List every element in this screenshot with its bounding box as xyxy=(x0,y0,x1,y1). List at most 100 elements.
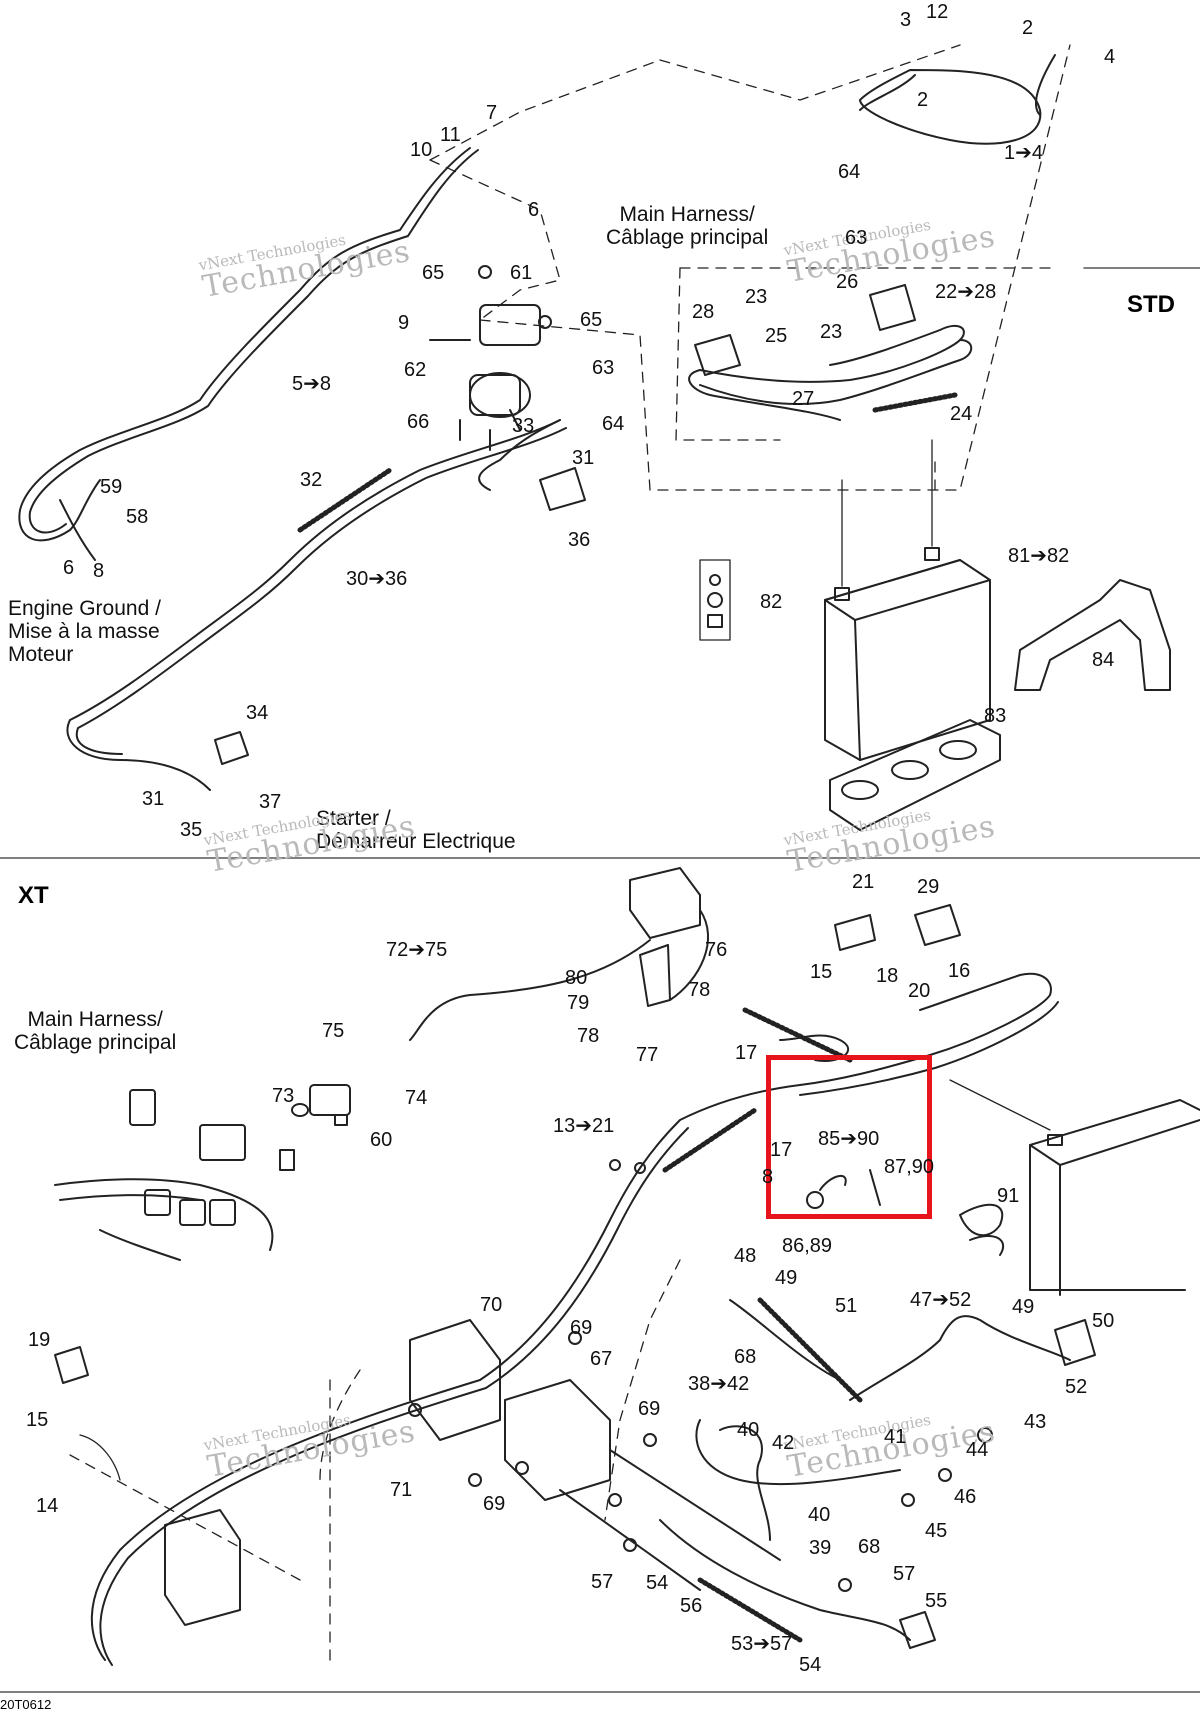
callout: 91 xyxy=(997,1185,1020,1207)
callout: 81➔82 xyxy=(1008,545,1070,567)
callout: 43 xyxy=(1024,1411,1047,1433)
callout: 31 xyxy=(142,788,165,810)
callout: 31 xyxy=(572,447,595,469)
caption-main-harness-top: Main Harness/ Câblage principal xyxy=(606,203,769,250)
callout: 11 xyxy=(440,124,461,146)
callout: 86,89 xyxy=(782,1235,833,1257)
callout: 30➔36 xyxy=(346,568,408,590)
callout: 75 xyxy=(322,1020,345,1042)
callout: 77 xyxy=(636,1044,659,1066)
callout: 68 xyxy=(734,1346,757,1368)
callout: 54 xyxy=(646,1572,669,1594)
callout: 80 xyxy=(565,967,588,989)
callout: 66 xyxy=(407,411,430,433)
callout: 9 xyxy=(398,312,410,334)
callout: 18 xyxy=(876,965,899,987)
callout: 64 xyxy=(602,413,625,435)
callout: 6 xyxy=(63,557,75,579)
callout: 34 xyxy=(246,702,269,724)
callout: 8 xyxy=(762,1166,774,1188)
callout: 12 xyxy=(926,1,949,23)
callout: 74 xyxy=(405,1087,428,1109)
callout: 48 xyxy=(734,1245,757,1267)
callout: 83 xyxy=(984,705,1007,727)
callout: 2 xyxy=(917,89,929,111)
callout: 20 xyxy=(908,980,931,1002)
callout: 78 xyxy=(688,979,711,1001)
callout: 49 xyxy=(1012,1296,1035,1318)
callout: 59 xyxy=(100,476,123,498)
callout: 17 xyxy=(770,1139,793,1161)
callout: 19 xyxy=(28,1329,51,1351)
callout: 67 xyxy=(590,1348,613,1370)
callout: 60 xyxy=(370,1129,393,1151)
callout: 71 xyxy=(390,1479,413,1501)
callout: 32 xyxy=(300,469,323,491)
callout: 69 xyxy=(638,1398,661,1420)
callout: 38➔42 xyxy=(688,1373,750,1395)
callout: 8 xyxy=(93,560,105,582)
callout: 27 xyxy=(792,388,815,410)
callout: 85➔90 xyxy=(818,1128,880,1150)
callout: 7 xyxy=(486,102,498,124)
callout: 84 xyxy=(1092,649,1115,671)
callout: 23 xyxy=(745,286,768,308)
callout: 55 xyxy=(925,1590,948,1612)
callout: 36 xyxy=(568,529,591,551)
callout: 44 xyxy=(966,1439,989,1461)
callout: 23 xyxy=(820,321,843,343)
callout: 22➔28 xyxy=(935,281,997,303)
callout: 52 xyxy=(1065,1376,1088,1398)
callout: 82 xyxy=(760,591,783,613)
callout: 15 xyxy=(26,1409,49,1431)
callout: 1➔4 xyxy=(1004,142,1044,164)
callout: 3 xyxy=(900,9,912,31)
callout: 54 xyxy=(799,1654,822,1676)
callout: 40 xyxy=(737,1419,760,1441)
callout: 33 xyxy=(512,415,535,437)
callout: 37 xyxy=(259,791,282,813)
callout: 57 xyxy=(591,1571,614,1593)
callout: 5➔8 xyxy=(292,373,332,395)
callout: 53➔57 xyxy=(731,1633,793,1655)
callout: 40 xyxy=(808,1504,831,1526)
callout: 65 xyxy=(580,309,603,331)
callout: 50 xyxy=(1092,1310,1115,1332)
callout: 56 xyxy=(680,1595,703,1617)
callout: 51 xyxy=(835,1295,858,1317)
callout: 61 xyxy=(510,262,533,284)
callout: 45 xyxy=(925,1520,948,1542)
callout: 46 xyxy=(954,1486,977,1508)
highlight-box xyxy=(766,1055,932,1219)
callout: 63 xyxy=(845,227,868,249)
callout: 58 xyxy=(126,506,149,528)
callout: 41 xyxy=(884,1426,907,1448)
callout: 16 xyxy=(948,960,971,982)
callout: 29 xyxy=(917,876,940,898)
section-label-std: STD xyxy=(1127,291,1175,318)
callout: 63 xyxy=(592,357,615,379)
callout: 72➔75 xyxy=(386,939,448,961)
callout: 17 xyxy=(735,1042,758,1064)
callout: 47➔52 xyxy=(910,1289,972,1311)
callout: 65 xyxy=(422,262,445,284)
callout: 4 xyxy=(1104,46,1116,68)
callout: 26 xyxy=(836,271,859,293)
callout: 42 xyxy=(772,1432,795,1454)
callout: 64 xyxy=(838,161,861,183)
figure-code: 20T0612 xyxy=(0,1697,52,1712)
callout: 24 xyxy=(950,403,973,425)
callout: 28 xyxy=(692,301,715,323)
callout: 68 xyxy=(858,1536,881,1558)
callout: 73 xyxy=(272,1085,295,1107)
callout: 35 xyxy=(180,819,203,841)
callout: 49 xyxy=(775,1267,798,1289)
callout: 62 xyxy=(404,359,427,381)
callout: 79 xyxy=(567,992,590,1014)
callout: 10 xyxy=(410,139,433,161)
callout: 39 xyxy=(809,1537,832,1559)
caption-main-harness-xt: Main Harness/ Câblage principal xyxy=(14,1008,177,1055)
section-label-xt: XT xyxy=(18,882,49,909)
callout: 2 xyxy=(1022,17,1034,39)
